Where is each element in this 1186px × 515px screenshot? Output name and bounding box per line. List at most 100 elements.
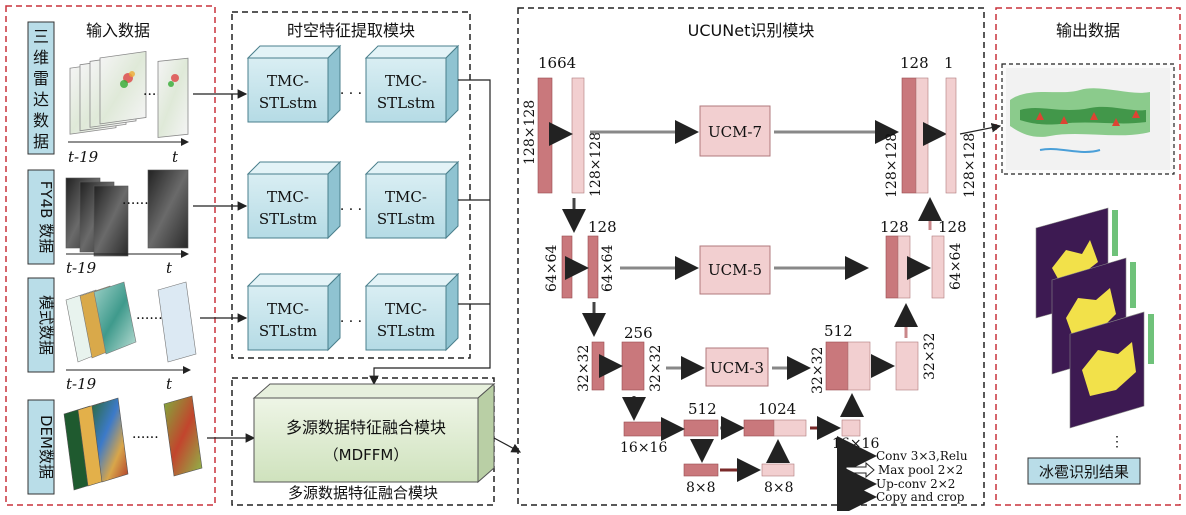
fy4b-last-frame bbox=[147, 169, 189, 249]
bottom-size-a: 8×8 bbox=[686, 480, 716, 496]
dec3-out-bar bbox=[895, 341, 919, 391]
legend-upconv-label: Up-conv 2×2 bbox=[876, 477, 955, 491]
dec4-bar-b bbox=[773, 419, 807, 437]
fy4b-t-start: t-19 bbox=[66, 259, 97, 277]
input-panel-border bbox=[5, 5, 216, 506]
tmc-stlstm-cell: TMC-STLstm bbox=[246, 44, 342, 124]
radar-t-end: t bbox=[172, 148, 179, 166]
fusion-to-unet-arrow bbox=[493, 437, 522, 453]
enc4-bar-b bbox=[683, 419, 719, 437]
ucm5-box bbox=[699, 245, 771, 295]
spatiotemporal-title: 时空特征提取模块 bbox=[287, 21, 415, 40]
copy-crop-arrows bbox=[590, 120, 899, 440]
tmc-stlstm-cell: TMC-STLstm bbox=[364, 160, 460, 240]
legend-maxpool-swatch bbox=[845, 461, 875, 479]
unet-panel-border bbox=[517, 7, 985, 506]
enc1-bar-b bbox=[571, 77, 585, 194]
enc3-bar-b bbox=[621, 341, 645, 391]
dem-dots: ······ bbox=[132, 430, 159, 446]
dec3-channels: 512 bbox=[824, 322, 853, 340]
enc2-channels: 128 bbox=[588, 218, 617, 236]
enc1-channels: 1664 bbox=[538, 54, 576, 72]
dec2-out-bar bbox=[931, 235, 945, 299]
bottom-bar-b bbox=[761, 463, 795, 477]
dem-label: DEM数据 bbox=[37, 415, 55, 479]
model-t-start: t-19 bbox=[66, 375, 97, 393]
cell-label-line2: STLstm bbox=[259, 322, 317, 340]
input-panel-title: 输入数据 bbox=[86, 21, 150, 40]
dec4-size-label: 16×16 bbox=[832, 436, 879, 452]
unet-to-output-arrow bbox=[959, 122, 1002, 135]
fy4b-dots: ······ bbox=[122, 196, 149, 212]
radar-label-char: 据 bbox=[33, 132, 49, 151]
output-size-label: 128×128 bbox=[962, 133, 978, 198]
fusion-caption: 多源数据特征融合模块 bbox=[288, 484, 438, 502]
dem-last-frame bbox=[163, 395, 203, 477]
fusion-box-line2: （MDFFM） bbox=[324, 446, 409, 464]
fy4b-t-end: t bbox=[166, 259, 173, 277]
dec4-channels: 1024 bbox=[758, 400, 796, 418]
enc2b-size-label: 64×64 bbox=[600, 245, 616, 292]
model-dots: ······ bbox=[136, 311, 163, 327]
enc3-bar-a bbox=[591, 341, 605, 391]
bottom-bar-a bbox=[683, 463, 719, 477]
model-t-end: t bbox=[166, 375, 173, 393]
hail-result-stack bbox=[1035, 207, 1154, 429]
tmc-stlstm-cell: TMC- STLstm bbox=[246, 272, 342, 352]
dec2-bar-b bbox=[897, 235, 911, 299]
dec1-bar-a bbox=[901, 77, 917, 194]
enc2-size-label: 64×64 bbox=[544, 245, 560, 292]
ucm3-box bbox=[705, 347, 769, 387]
radar-image-stack bbox=[69, 51, 147, 135]
ucm5-label: UCM-5 bbox=[708, 261, 762, 279]
cell-label-line2: STLstm bbox=[377, 322, 435, 340]
output-channels: 1 bbox=[944, 54, 954, 72]
dec2-channels: 128 bbox=[880, 218, 909, 236]
enc3b-size-label: 32×32 bbox=[648, 345, 664, 392]
unet-title: UCUNet识别模块 bbox=[688, 21, 815, 40]
cell-label-line1: TMC- bbox=[385, 188, 427, 206]
bottom-size-b: 8×8 bbox=[764, 480, 794, 496]
dec2-size-label: 64×64 bbox=[948, 243, 964, 290]
ucm3-label: UCM-3 bbox=[710, 359, 764, 377]
fusion-box bbox=[252, 382, 496, 484]
output-panel-border bbox=[995, 7, 1181, 506]
dec4-bar-a bbox=[743, 419, 775, 437]
cell-label-line1: TMC- bbox=[385, 300, 427, 318]
cell-label-line1: TMC- bbox=[267, 300, 309, 318]
output-map bbox=[1006, 68, 1170, 170]
radar-label-char: 数 bbox=[33, 111, 49, 130]
dec1-bar-b bbox=[915, 77, 929, 194]
output-bar bbox=[945, 77, 957, 194]
dem-label-box bbox=[27, 399, 55, 495]
radar-label: 三 维 雷 达 数 据 bbox=[33, 27, 49, 151]
dec3-size-label: 32×32 bbox=[810, 347, 826, 394]
output-panel-title: 输出数据 bbox=[1056, 21, 1120, 40]
tmc-stlstm-cell: TMC-STLstm bbox=[246, 160, 342, 240]
radar-label-char: 雷 bbox=[33, 69, 49, 88]
output-vertical-dots: ⋮ bbox=[1110, 434, 1124, 450]
model-image-stack bbox=[65, 281, 137, 363]
legend: Conv 3×3,Relu Max pool 2×2 Up-conv 2×2 C… bbox=[837, 436, 968, 515]
dec1-channels: 128 bbox=[900, 54, 929, 72]
legend-conv-label: Conv 3×3,Relu bbox=[876, 449, 968, 463]
enc2-bar-b bbox=[587, 235, 599, 299]
fy4b-image-stack bbox=[65, 177, 129, 257]
enc4-size-label: 16×16 bbox=[620, 440, 667, 456]
legend-copy-label: Copy and crop bbox=[876, 490, 965, 504]
cell-label-line2: STLstm bbox=[259, 210, 317, 228]
spatiotemporal-panel-border bbox=[231, 11, 471, 359]
ucm7-box bbox=[699, 105, 771, 157]
model-last-frame bbox=[157, 281, 197, 363]
result-label-box bbox=[1027, 457, 1141, 485]
radar-label-char: 达 bbox=[33, 90, 49, 109]
cell-label-line2: STLstm bbox=[259, 94, 317, 112]
ucm7-label: UCM-7 bbox=[708, 123, 762, 141]
radar-t-start: t-19 bbox=[68, 148, 99, 166]
model-label: 模式数据 bbox=[37, 295, 55, 355]
enc3-channels: 256 bbox=[624, 324, 653, 342]
cell-ellipsis: · · · bbox=[340, 202, 362, 218]
enc4-bar-a bbox=[623, 421, 663, 437]
